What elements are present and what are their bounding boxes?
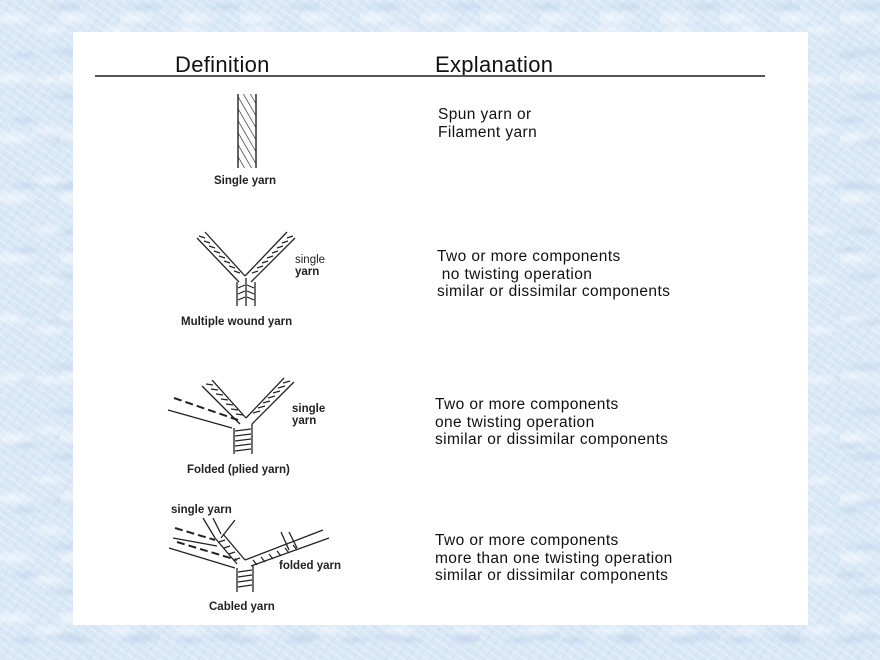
folded-single-yarn-label: single yarn xyxy=(292,403,326,427)
slide-panel: Definition Explanation Single yarn Spun … xyxy=(73,32,808,625)
definition-header: Definition xyxy=(175,52,270,77)
single-yarn-explanation: Spun yarn or Filament yarn xyxy=(438,106,538,141)
cabled-folded-yarn-label: folded yarn xyxy=(279,560,341,572)
cabled-single-yarn-label: single yarn xyxy=(171,504,232,516)
folded-yarn-explanation: Two or more components one twisting oper… xyxy=(435,396,669,448)
multiple-wound-yarn-caption: Multiple wound yarn xyxy=(181,316,293,328)
header-rule xyxy=(95,75,765,77)
folded-yarn-icon xyxy=(167,377,295,454)
single-yarn-caption: Single yarn xyxy=(214,175,276,187)
cabled-yarn-explanation: Two or more components more than one twi… xyxy=(435,532,673,584)
cabled-yarn-icon xyxy=(168,517,330,592)
cabled-yarn-caption: Cabled yarn xyxy=(209,601,275,613)
multiple-wound-single-yarn-label: single yarn xyxy=(295,254,326,278)
multiple-wound-yarn-icon xyxy=(196,231,296,306)
folded-yarn-caption: Folded (plied yarn) xyxy=(187,464,290,476)
explanation-header: Explanation xyxy=(435,52,554,77)
multiple-wound-yarn-explanation: Two or more components no twisting opera… xyxy=(437,248,671,300)
single-yarn-icon xyxy=(237,94,257,168)
